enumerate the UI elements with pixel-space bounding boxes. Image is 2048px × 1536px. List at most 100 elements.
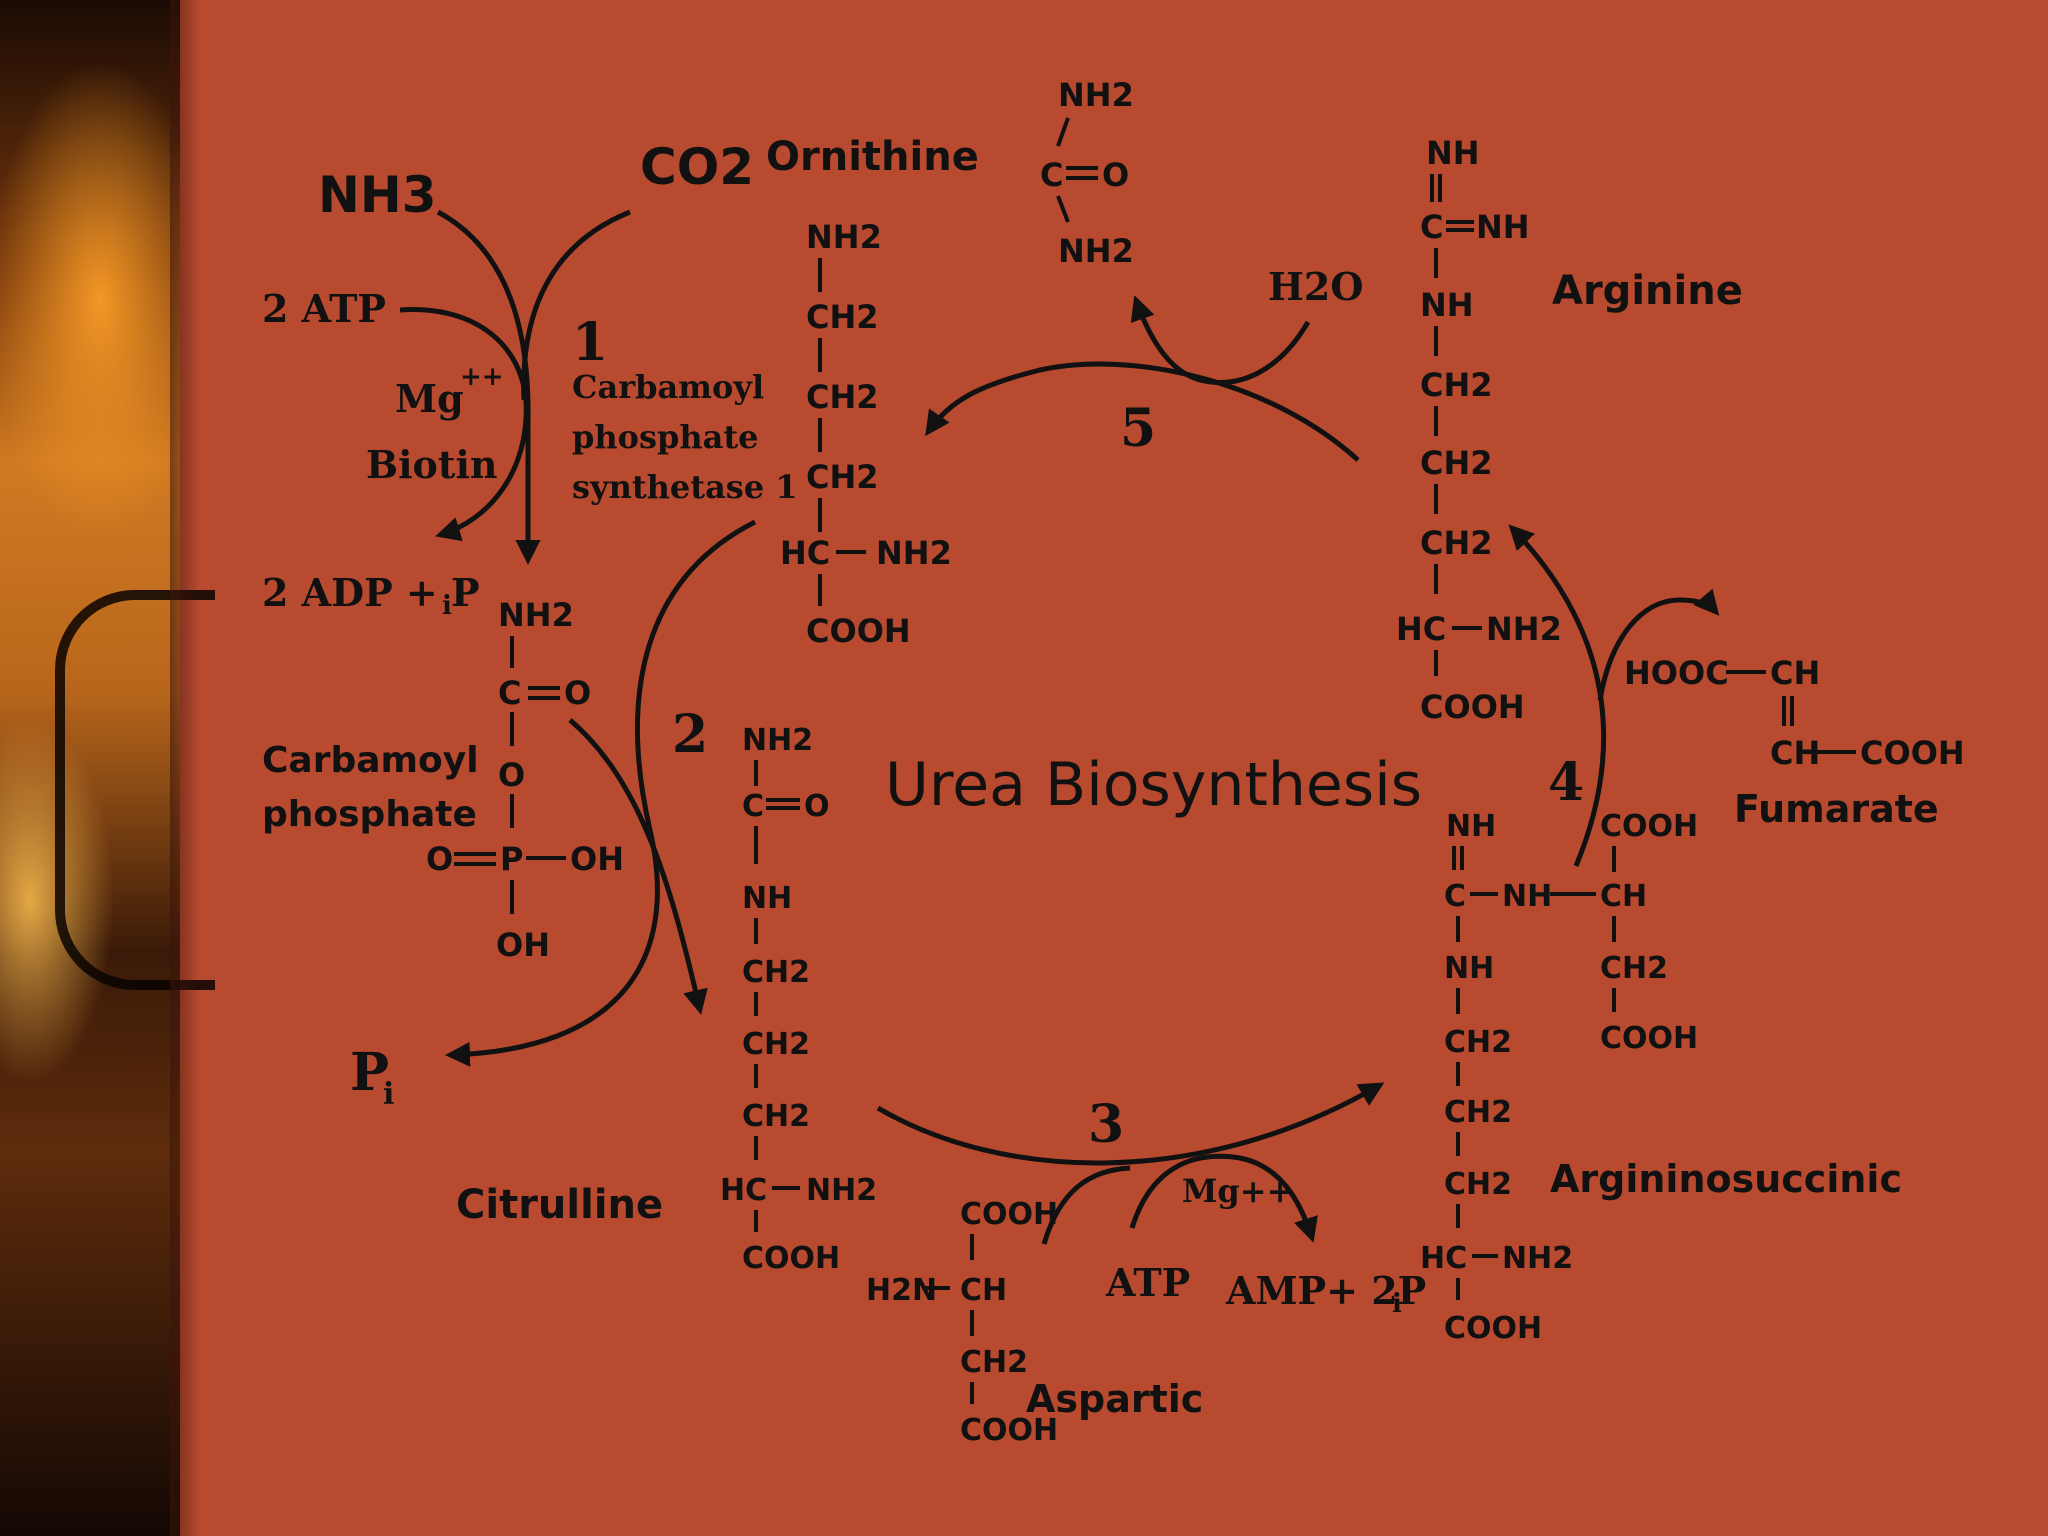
- citrulline-to-argininosuccinic-arrow: [876, 1082, 1385, 1166]
- as-hc: HC: [1420, 1241, 1467, 1276]
- decorative-side-photo: [0, 0, 215, 1536]
- citrulline-ch2-3: CH2: [742, 1099, 810, 1134]
- fumarate-cooh: COOH: [1860, 734, 1965, 772]
- step-1-number: 1: [572, 312, 608, 373]
- as-nh-top: NH: [1446, 809, 1496, 844]
- enzyme-label-line3: synthetase 1: [572, 468, 798, 506]
- as-ch2-2: CH2: [1444, 1095, 1512, 1130]
- co2-arrow: [521, 209, 631, 401]
- urea-nh2-bottom: NH2: [1058, 232, 1134, 270]
- pi-subscript: i: [383, 1077, 394, 1112]
- carbamoyl-phosphate-name-line2: phosphate: [262, 794, 477, 835]
- adp-subscript: i: [442, 591, 452, 621]
- pi-output-label: P: [350, 1042, 389, 1103]
- fumarate-out-arrow: [1597, 588, 1720, 701]
- citrulline-o: O: [804, 789, 830, 824]
- citrulline-cooh: COOH: [742, 1241, 840, 1276]
- as-cooh-bottom: COOH: [1444, 1311, 1542, 1346]
- water-label: H2O: [1268, 264, 1363, 309]
- cp-oh2: OH: [496, 926, 550, 964]
- citrulline-nh: NH: [742, 881, 792, 916]
- step3-amp: AMP+ 2P: [1225, 1268, 1426, 1313]
- ornithine-nh2-top: NH2: [806, 218, 882, 256]
- arginine-ch2-3: CH2: [1420, 524, 1493, 562]
- arginine-nh-imine: NH: [1476, 208, 1530, 246]
- cp-c: C: [498, 674, 521, 712]
- as-ch2-3: CH2: [1444, 1167, 1512, 1202]
- ornithine-cooh: COOH: [806, 612, 911, 650]
- aspartic-ch: CH: [960, 1273, 1007, 1308]
- as-ch: CH: [1600, 879, 1647, 914]
- as-c: C: [1444, 879, 1466, 914]
- biotin-label: Biotin: [366, 442, 498, 487]
- arginine-nh-top: NH: [1426, 134, 1480, 172]
- aspartic-name: Aspartic: [1026, 1377, 1203, 1421]
- cp-oh1: OH: [570, 840, 624, 878]
- fumarate-ch-top: CH: [1770, 654, 1820, 692]
- citrulline-name: Citrulline: [456, 1182, 663, 1228]
- arginine-ch2-1: CH2: [1420, 366, 1493, 404]
- co2-label: CO2: [640, 138, 754, 196]
- citrulline-c: C: [742, 789, 764, 824]
- step3-mg: Mg++: [1182, 1172, 1293, 1210]
- citrulline-hc: HC: [720, 1173, 767, 1208]
- atp-amp-arrow: [1129, 1153, 1318, 1243]
- ornithine-ch2-3: CH2: [806, 458, 879, 496]
- atp-input-label: 2 ATP: [262, 286, 386, 331]
- ornithine-name: Ornithine: [766, 134, 979, 180]
- step-4-number: 4: [1548, 752, 1584, 813]
- aspartate-in-arrow: [1041, 1165, 1131, 1245]
- urea-nh2-top: NH2: [1058, 76, 1134, 114]
- arginine-nh2: NH2: [1486, 610, 1562, 648]
- ornithine-hc: HC: [780, 534, 830, 572]
- step3-atp: ATP: [1105, 1260, 1190, 1305]
- cp-p-o: O: [426, 840, 453, 878]
- step-5-number: 5: [1120, 398, 1156, 459]
- diagram-title: Urea Biosynthesis: [885, 750, 1422, 820]
- as-nh2: NH2: [1502, 1241, 1573, 1276]
- arginine-nh: NH: [1420, 286, 1474, 324]
- citrulline-ch2-1: CH2: [742, 955, 810, 990]
- adp-output-label: 2 ADP + P: [262, 570, 480, 615]
- as-nh: NH: [1444, 951, 1494, 986]
- fumarate-hooc: HOOC: [1624, 654, 1729, 692]
- as-cooh-top: COOH: [1600, 809, 1698, 844]
- ornithine-to-citrulline-arrow: [445, 519, 757, 1067]
- cp-nh2: NH2: [498, 596, 574, 634]
- step-3-number: 3: [1088, 1094, 1124, 1155]
- as-ch2-branch: CH2: [1600, 951, 1668, 986]
- arginine-hc: HC: [1396, 610, 1446, 648]
- aspartic-h2n: H2N: [866, 1273, 937, 1308]
- cp-o-bridge: O: [498, 756, 525, 794]
- mg-label: Mg: [395, 376, 464, 421]
- aspartic-cooh-top: COOH: [960, 1197, 1058, 1232]
- citrulline-nh2-side: NH2: [806, 1173, 877, 1208]
- aspartic-ch2: CH2: [960, 1345, 1028, 1380]
- fumarate-ch-bottom: CH: [1770, 734, 1820, 772]
- argininosuccinic-to-arginine-arrow: [1508, 524, 1607, 867]
- urea-c: C: [1040, 156, 1063, 194]
- as-cooh-branch: COOH: [1600, 1021, 1698, 1056]
- arginine-to-ornithine-arrow: [925, 361, 1360, 462]
- arginine-ch2-2: CH2: [1420, 444, 1493, 482]
- step3-amp-subscript: i: [1392, 1289, 1402, 1319]
- citrulline-nh2: NH2: [742, 723, 813, 758]
- atp-arrow: [399, 307, 529, 542]
- citrulline-ch2-2: CH2: [742, 1027, 810, 1062]
- mg-superscript: ++: [460, 362, 504, 392]
- cp-p: P: [500, 840, 523, 878]
- arginine-cooh: COOH: [1420, 688, 1525, 726]
- urea-o: O: [1102, 156, 1129, 194]
- carbamoyl-phosphate-name-line1: Carbamoyl: [262, 740, 479, 781]
- ornithine-ch2-1: CH2: [806, 298, 879, 336]
- side-shadow: [170, 0, 200, 1536]
- cp-o-double: O: [564, 674, 591, 712]
- water-arrow: [1130, 295, 1311, 386]
- as-ch2-1: CH2: [1444, 1025, 1512, 1060]
- aspartic-cooh-bottom: COOH: [960, 1413, 1058, 1448]
- enzyme-label-line1: Carbamoyl: [572, 368, 764, 406]
- arginine-c: C: [1420, 208, 1443, 246]
- enzyme-label-line2: phosphate: [572, 418, 759, 456]
- ornithine-nh2-side: NH2: [876, 534, 952, 572]
